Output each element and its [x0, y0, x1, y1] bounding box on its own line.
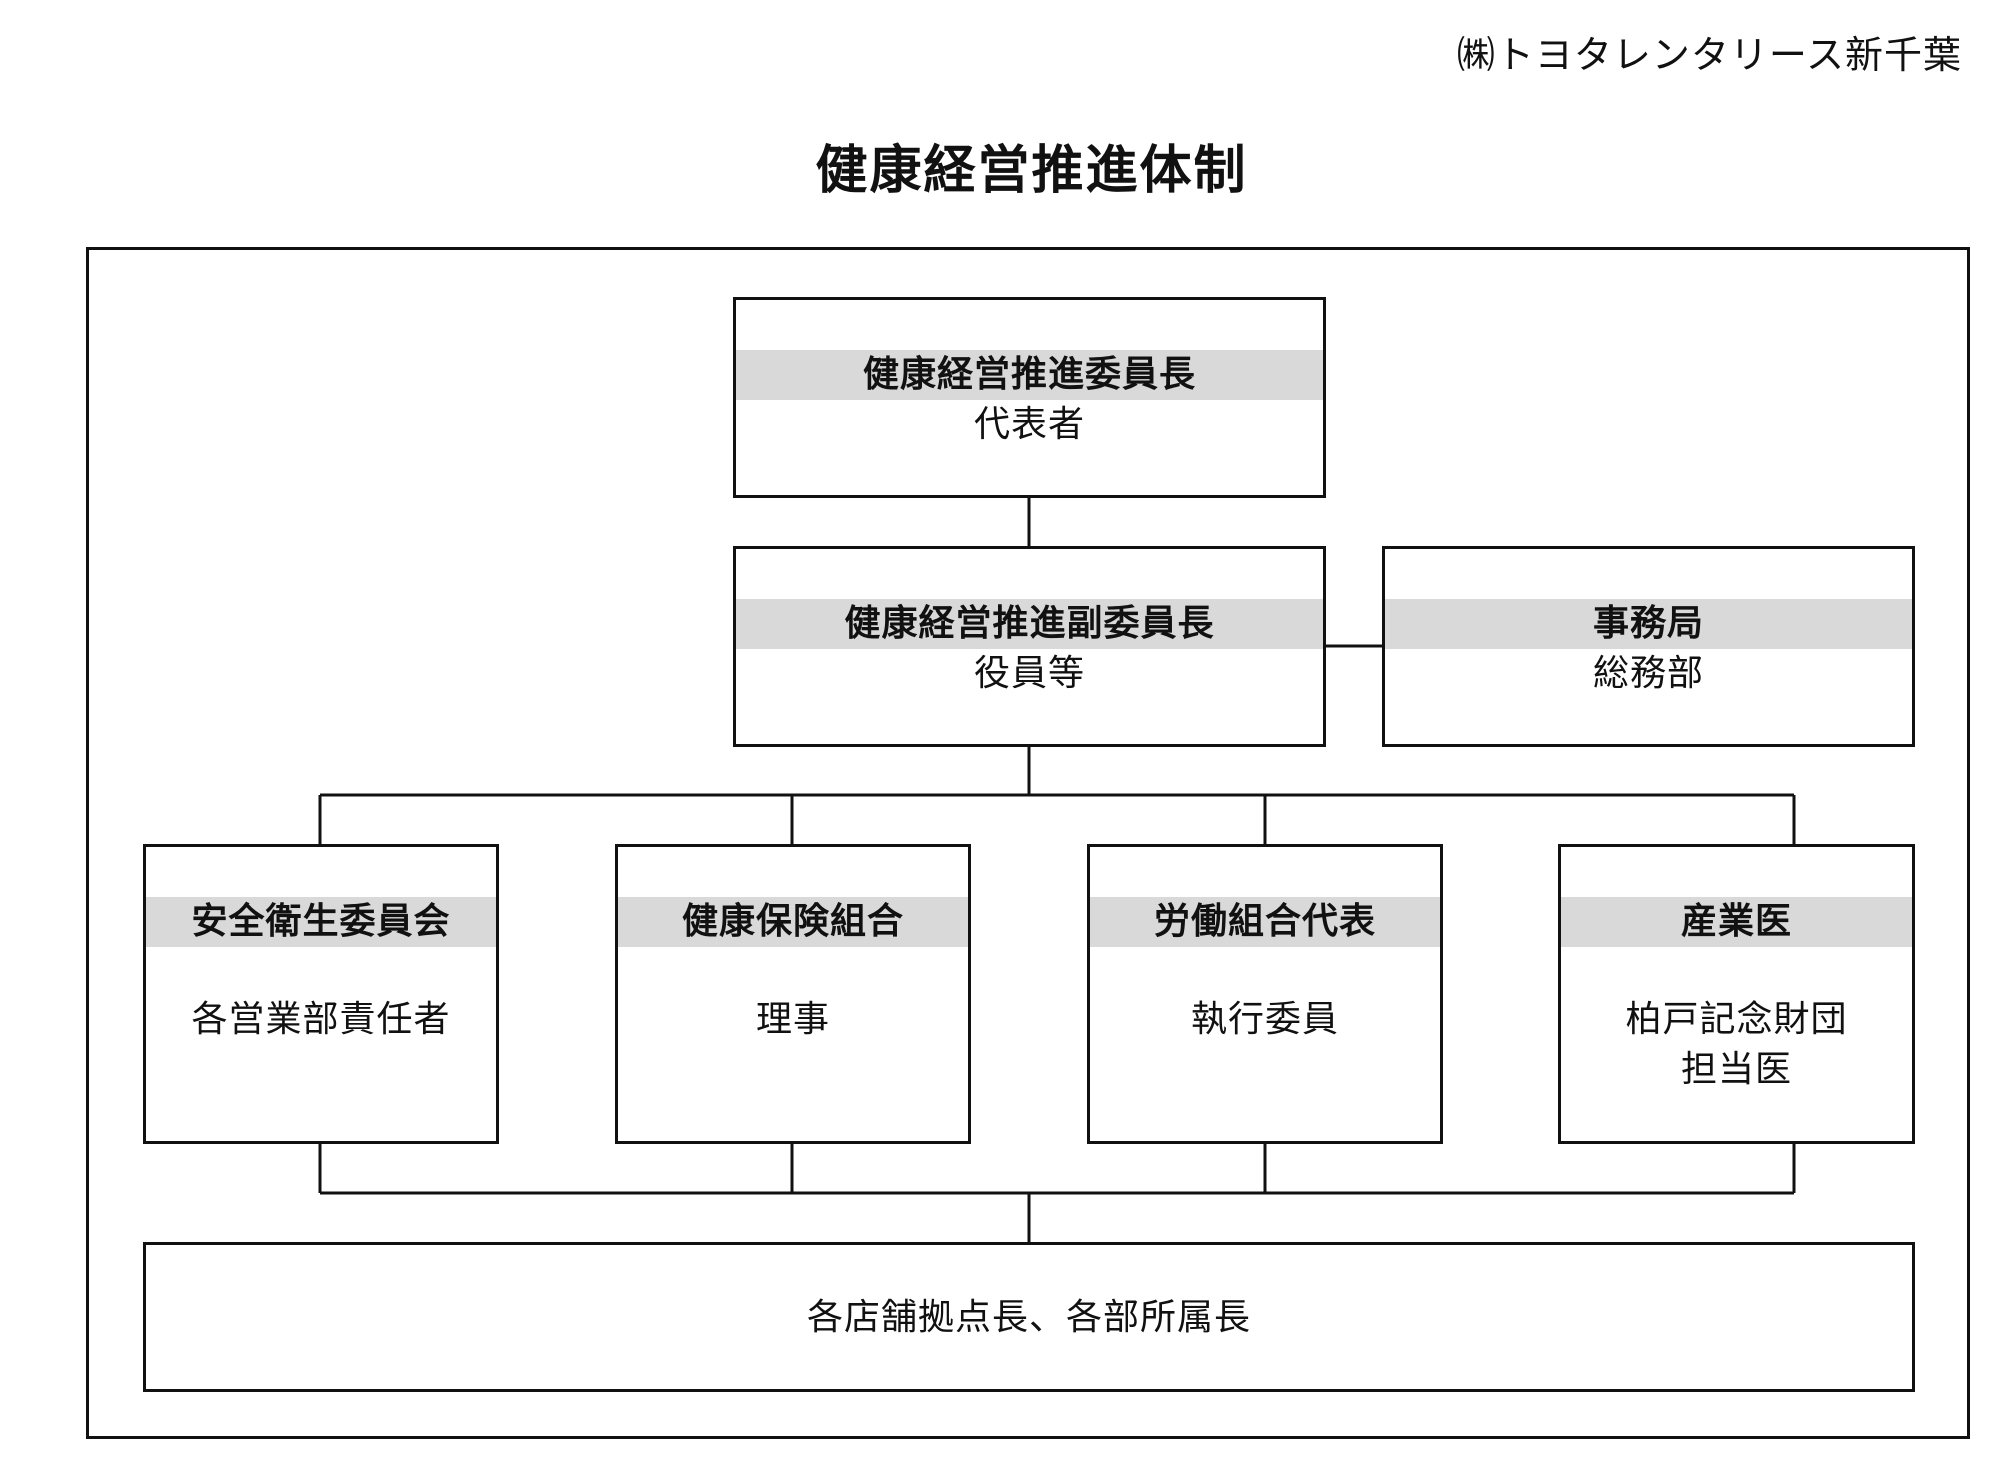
chair-role: 健康経営推進委員長: [736, 350, 1323, 400]
secretariat-role: 事務局: [1385, 599, 1912, 649]
group-member: 理事: [755, 999, 830, 1040]
group-box-labor-union: 労働組合代表 執行委員: [1087, 844, 1443, 1144]
group-box-industrial-physician: 産業医 柏戸記念財団 担当医: [1558, 844, 1915, 1144]
group-member: 執行委員: [1190, 999, 1339, 1040]
base-label: 各店舗拠点長、各部所属長: [806, 1297, 1251, 1338]
chair-member: 代表者: [973, 404, 1085, 445]
page-title: 健康経営推進体制: [815, 141, 1248, 201]
group-role: 産業医: [1561, 897, 1912, 947]
group-box-safety-committee: 安全衛生委員会 各営業部責任者: [143, 844, 499, 1144]
group-member: 柏戸記念財団 担当医: [1625, 999, 1848, 1090]
base-box: 各店舗拠点長、各部所属長: [143, 1242, 1915, 1392]
company-name: ㈱トヨタレンタリース新千葉: [1456, 33, 1962, 77]
group-box-health-insurance: 健康保険組合 理事: [615, 844, 971, 1144]
diagram-frame: [86, 247, 1970, 1439]
vice-chair-box: 健康経営推進副委員長 役員等: [733, 546, 1326, 747]
group-role: 安全衛生委員会: [146, 897, 496, 947]
group-role: 健康保険組合: [618, 897, 968, 947]
group-role: 労働組合代表: [1090, 897, 1440, 947]
group-member: 各営業部責任者: [191, 999, 451, 1040]
chair-box: 健康経営推進委員長 代表者: [733, 297, 1326, 498]
vice-chair-role: 健康経営推進副委員長: [736, 599, 1323, 649]
vice-chair-member: 役員等: [973, 653, 1085, 694]
secretariat-box: 事務局 総務部: [1382, 546, 1915, 747]
secretariat-member: 総務部: [1592, 653, 1704, 694]
